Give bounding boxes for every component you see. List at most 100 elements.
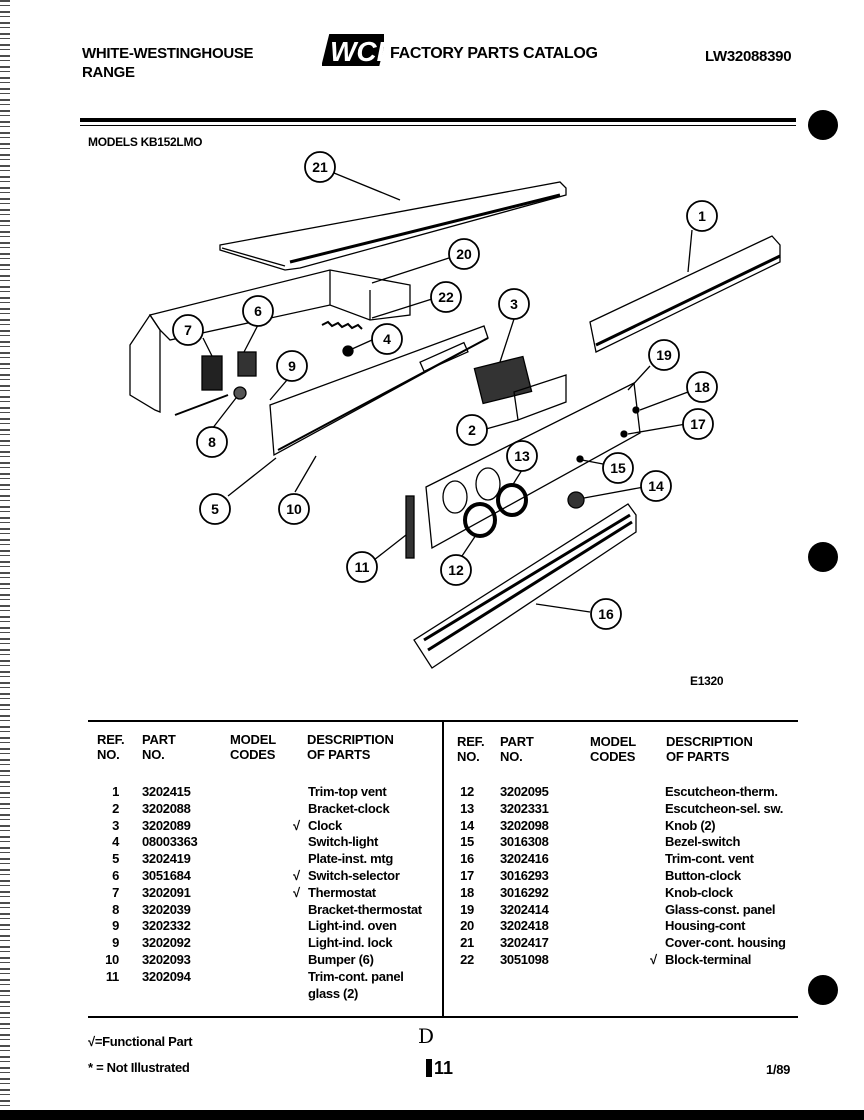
header-ref-no-right: REF.NO.	[457, 734, 485, 764]
description-cell: Switch-selector	[308, 868, 400, 883]
callout-label: 5	[211, 501, 219, 517]
functional-mark: √	[293, 817, 300, 833]
description-cell: Cover-cont. housing	[665, 935, 786, 951]
bracket-clock-part	[513, 374, 567, 421]
description-cell: Bumper (6)	[308, 952, 374, 967]
page-number: 11	[426, 1058, 453, 1079]
drawing-id: E1320	[690, 674, 724, 688]
parts-row: 10 3202093 Bumper (6)	[0, 952, 442, 969]
part-no-cell: 3202088	[142, 800, 191, 816]
escutcheon-sel-part	[496, 483, 528, 517]
part-no-cell: 3202089	[142, 817, 191, 833]
callout-22	[430, 281, 462, 313]
callout-label: 2	[468, 422, 476, 438]
callout-10	[278, 493, 310, 525]
callout-13	[506, 440, 538, 472]
description-cell: Clock	[308, 817, 342, 833]
callout-label: 19	[656, 347, 672, 363]
callout-label: 22	[438, 289, 454, 305]
callout-16	[590, 598, 622, 630]
wci-logo: WCI	[321, 31, 388, 69]
callout-label: 6	[254, 303, 262, 319]
parts-row: 3 3202089 √ Clock	[0, 818, 442, 835]
escutcheon-therm-part	[463, 502, 497, 538]
ref-no-cell: 3	[112, 817, 119, 833]
callout-label: 1	[698, 208, 706, 224]
part-no-cell: 3202093	[142, 952, 191, 967]
callout-14	[640, 470, 672, 502]
callout-9	[276, 350, 308, 382]
ref-no-cell: 14	[460, 817, 474, 833]
ref-no-cell: 19	[460, 901, 474, 917]
callout-label: 13	[514, 448, 530, 464]
functional-mark: √	[293, 868, 300, 883]
callout-8	[196, 426, 228, 458]
part-no-cell: 3202091	[142, 884, 191, 900]
ref-no-cell: 10	[105, 952, 119, 967]
ref-no-cell: 9	[112, 935, 119, 951]
callout-label: 20	[456, 246, 472, 262]
header-rule-thin	[80, 125, 796, 126]
description-cell: Bezel-switch	[665, 834, 741, 850]
parts-row: glass (2)	[0, 986, 442, 1003]
description-cell: Bracket-thermostat	[308, 901, 422, 917]
ref-no-cell: 11	[105, 968, 119, 984]
callout-20	[448, 238, 480, 270]
callout-label: 21	[312, 159, 328, 175]
callout-label: 8	[208, 434, 216, 450]
ref-no-cell: 22	[460, 952, 474, 967]
trim-cont-panel-part	[405, 495, 415, 559]
ref-no-cell: 16	[460, 851, 474, 867]
product-type: RANGE	[82, 64, 135, 81]
description-cell: Bracket-clock	[308, 800, 390, 816]
description-cell: Glass-const. panel	[665, 901, 776, 917]
ref-no-cell: 2	[112, 800, 119, 816]
table-top-rule	[88, 720, 798, 722]
description-cell: Thermostat	[308, 884, 376, 900]
callout-12	[440, 554, 472, 586]
callout-label: 10	[286, 501, 302, 517]
description-cell: Switch-light	[308, 834, 379, 850]
callout-label: 16	[598, 606, 614, 622]
switch-light-part	[342, 345, 354, 357]
part-no-cell: 3202331	[500, 800, 549, 816]
description-cell: Plate-inst. mtg	[308, 851, 394, 867]
terminal-block-part	[321, 320, 363, 330]
callout-label: 18	[694, 379, 710, 395]
callout-2	[456, 414, 488, 446]
description-cell: Trim-top vent	[308, 784, 387, 799]
glass-panel-part	[425, 382, 641, 550]
part-no-cell: 3202416	[500, 851, 549, 867]
callout-7	[172, 314, 204, 346]
binder-hole	[808, 542, 838, 572]
description-cell: Housing-cont	[665, 918, 746, 934]
knob-part	[567, 491, 585, 509]
binder-hole	[808, 975, 838, 1005]
catalog-code: LW32088390	[705, 48, 792, 65]
callout-label: 12	[448, 562, 464, 578]
callout-11	[346, 551, 378, 583]
callout-label: 3	[510, 296, 518, 312]
page-bottom-edge	[0, 1110, 864, 1120]
ref-no-cell: 5	[112, 851, 119, 867]
description-cell: Button-clock	[665, 868, 741, 883]
part-no-cell: 3202417	[500, 935, 549, 951]
part-no-cell: 3051098	[500, 952, 549, 967]
part-no-cell: 3202092	[142, 935, 191, 951]
part-no-cell: 3202418	[500, 918, 549, 934]
part-no-cell: 3202094	[142, 968, 191, 984]
